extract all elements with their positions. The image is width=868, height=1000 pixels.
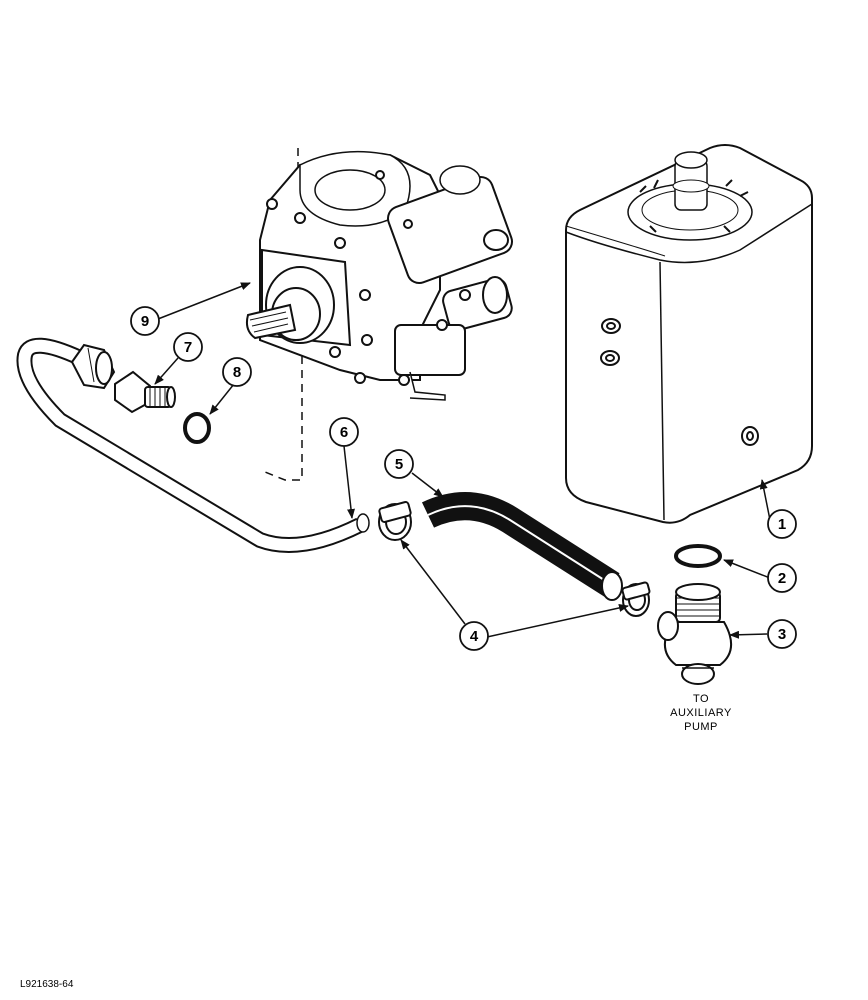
note-line-1: TO — [693, 693, 709, 705]
adapter-fitting — [114, 370, 176, 414]
elbow-fitting — [657, 583, 732, 685]
callout-3: 3 — [767, 619, 797, 649]
svg-text:5: 5 — [395, 456, 403, 473]
leader-lines — [154, 282, 771, 639]
hydraulic-pump — [245, 148, 513, 481]
callout-7: 7 — [173, 332, 203, 362]
reservoir-tank — [565, 144, 813, 524]
note-line-2: AUXILIARY — [670, 707, 732, 719]
svg-text:9: 9 — [141, 313, 149, 330]
svg-text:1: 1 — [778, 516, 786, 533]
destination-note: TO AUXILIARY PUMP — [670, 693, 732, 733]
callout-1: 1 — [767, 509, 797, 539]
callout-4: 4 — [459, 621, 489, 651]
hose-clamp-2 — [621, 581, 651, 617]
svg-text:4: 4 — [470, 628, 479, 645]
callout-2: 2 — [767, 563, 797, 593]
hose-clamp-1 — [378, 501, 412, 541]
metal-tube — [16, 337, 370, 553]
svg-text:2: 2 — [778, 570, 786, 587]
o-ring-2 — [674, 544, 722, 568]
svg-text:8: 8 — [233, 364, 241, 381]
note-line-3: PUMP — [684, 721, 718, 733]
svg-text:7: 7 — [184, 339, 192, 356]
callout-8: 8 — [222, 357, 252, 387]
o-ring — [183, 412, 211, 444]
svg-text:6: 6 — [340, 424, 348, 441]
callout-5: 5 — [384, 449, 414, 479]
svg-text:3: 3 — [778, 626, 786, 643]
rubber-hose — [421, 492, 623, 601]
figure-id: L921638-64 — [20, 979, 74, 990]
callout-9: 9 — [130, 306, 160, 336]
tube-nut — [70, 343, 116, 390]
callout-6: 6 — [329, 417, 359, 447]
